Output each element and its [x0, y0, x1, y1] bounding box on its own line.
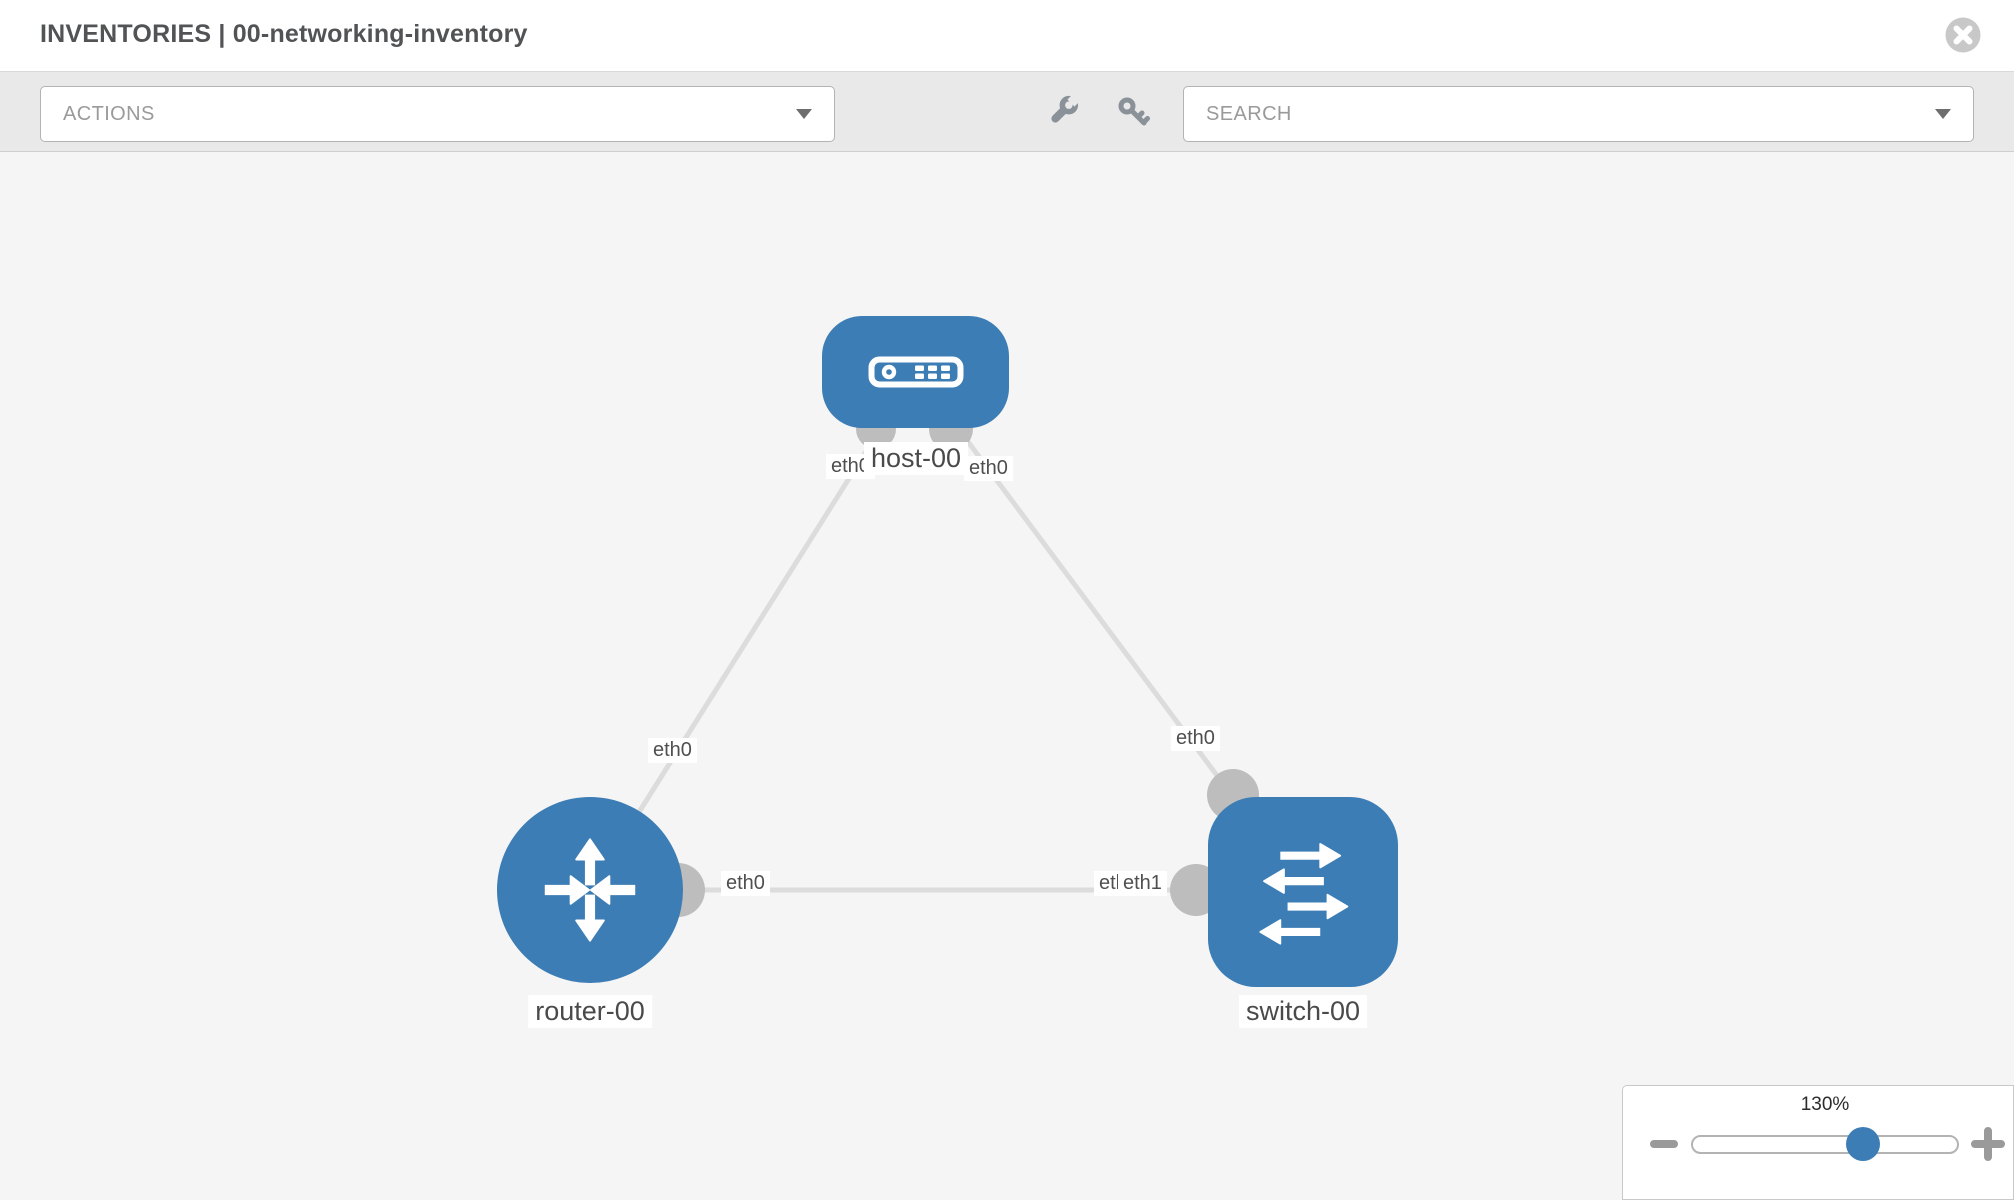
credentials-button[interactable] — [1114, 94, 1154, 134]
router-arrows-icon — [544, 838, 636, 942]
actions-dropdown-label: ACTIONS — [63, 102, 155, 125]
node-host-00[interactable] — [822, 316, 1009, 428]
server-icon — [868, 356, 963, 388]
iface-label: eth1 — [1118, 871, 1167, 896]
search-input-placeholder: SEARCH — [1206, 102, 1292, 125]
node-label-switch: switch-00 — [1238, 995, 1368, 1028]
iface-label: eth0 — [648, 738, 697, 763]
zoom-value: 130% — [1800, 1094, 1850, 1115]
node-router-00[interactable] — [497, 797, 683, 983]
close-button[interactable] — [1944, 16, 1982, 54]
key-icon — [1118, 97, 1150, 126]
plus-icon — [1971, 1127, 2005, 1161]
actions-dropdown[interactable]: ACTIONS — [40, 86, 835, 142]
zoom-slider-handle[interactable] — [1846, 1127, 1880, 1161]
zoom-control-panel: 130% — [1622, 1085, 2014, 1200]
chevron-down-icon — [796, 109, 812, 119]
node-switch-00[interactable] — [1208, 797, 1398, 987]
configure-button[interactable] — [1046, 94, 1086, 134]
toolbar: ACTIONS SEARCH — [0, 72, 2014, 152]
zoom-slider-track[interactable] — [1691, 1135, 1959, 1154]
iface-label: eth0 — [1171, 726, 1220, 751]
zoom-in-button[interactable] — [1970, 1126, 2006, 1162]
search-dropdown[interactable]: SEARCH — [1183, 86, 1974, 142]
topology-canvas[interactable]: eth0 eth0 eth0 eth0 eth0 eth0 eth1 host-… — [0, 152, 2014, 1200]
chevron-down-icon — [1935, 109, 1951, 119]
links-layer — [587, 370, 1303, 917]
wrench-icon — [1051, 94, 1080, 123]
page-title: INVENTORIES | 00-networking-inventory — [40, 20, 528, 48]
node-label-host: host-00 — [863, 442, 969, 475]
switch-arrows-icon — [1259, 842, 1349, 945]
zoom-out-button[interactable] — [1650, 1140, 1678, 1148]
iface-label: eth0 — [721, 871, 770, 896]
node-label-router: router-00 — [528, 995, 652, 1028]
close-icon — [1945, 17, 1981, 53]
panel-header: INVENTORIES | 00-networking-inventory — [0, 0, 2014, 72]
iface-label: eth0 — [964, 456, 1013, 481]
